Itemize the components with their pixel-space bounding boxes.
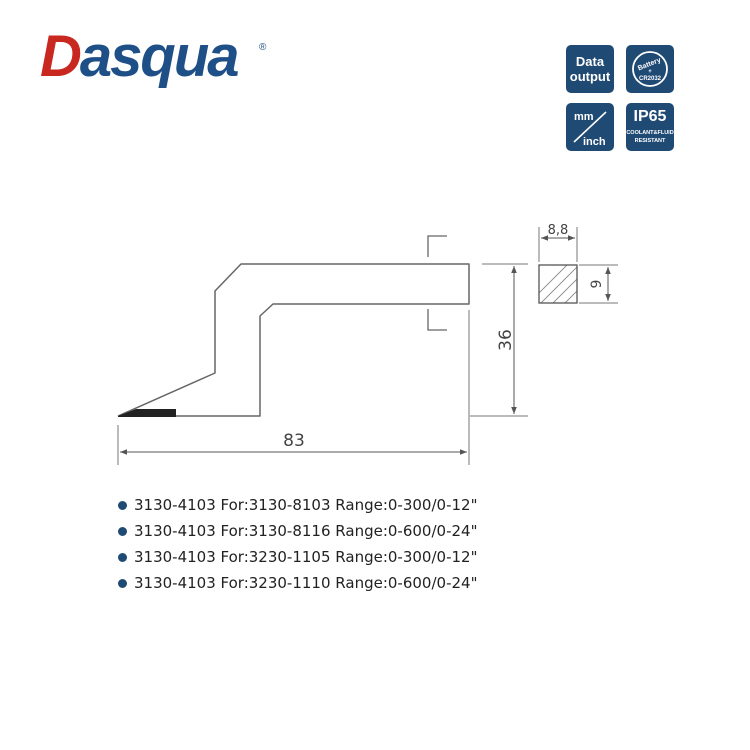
- spec-row: 3130-4103 For:3130-8103 Range:0-300/0-12…: [118, 492, 477, 518]
- battery-icon: Battery + CR2032: [632, 51, 668, 87]
- bullet-dot: [118, 500, 127, 510]
- mm-inch-icon: mm inch: [573, 111, 607, 148]
- height-dimension-label: 36: [496, 329, 516, 351]
- ip-line1: COOLANT&FLUID: [626, 130, 674, 136]
- spec-text: 3130-4103 For:3230-1110 Range:0-600/0-24…: [134, 574, 478, 592]
- battery-model: CR2032: [639, 76, 662, 82]
- badge-data-text: Data: [575, 54, 605, 69]
- section-height-label: 9: [589, 280, 605, 289]
- ip65-badge: IP65 COOLANT&FLUID RESISTANT: [626, 103, 674, 151]
- carbide-tip: [118, 409, 176, 417]
- registered-mark: ®: [259, 42, 267, 53]
- badge-output-text: output: [569, 69, 611, 84]
- data-output-badge: Data output: [566, 45, 614, 93]
- mm-inch-badge: mm inch: [566, 103, 614, 151]
- ip-line2: RESISTANT: [634, 138, 666, 144]
- bullet-dot: [118, 526, 127, 536]
- spec-text: 3130-4103 For:3230-1105 Range:0-300/0-12…: [134, 548, 478, 566]
- spec-text: 3130-4103 For:3130-8103 Range:0-300/0-12…: [134, 496, 478, 514]
- unit-inch: inch: [583, 136, 606, 148]
- spec-list: 3130-4103 For:3130-8103 Range:0-300/0-12…: [118, 492, 477, 596]
- spec-row: 3130-4103 For:3230-1105 Range:0-300/0-12…: [118, 544, 477, 570]
- cross-section: [538, 264, 578, 304]
- spec-text: 3130-4103 For:3130-8116 Range:0-600/0-24…: [134, 522, 478, 540]
- bullet-dot: [118, 552, 127, 562]
- spec-row: 3130-4103 For:3130-8116 Range:0-600/0-24…: [118, 518, 477, 544]
- part-outline: [117, 263, 470, 417]
- length-dimension-label: 83: [283, 431, 305, 451]
- section-cut-bottom: [427, 309, 447, 331]
- bullet-dot: [118, 578, 127, 588]
- section-width-label: 8,8: [548, 223, 569, 238]
- spec-row: 3130-4103 For:3230-1110 Range:0-600/0-24…: [118, 570, 477, 596]
- brand-logo: Dasqua: [40, 28, 240, 86]
- logo-rest: asqua: [79, 24, 240, 89]
- section-cut-top: [427, 235, 447, 257]
- logo-first-letter: D: [40, 24, 82, 89]
- ip-rating: IP65: [633, 108, 667, 125]
- battery-plus: +: [648, 69, 652, 75]
- battery-badge: Battery + CR2032: [626, 45, 674, 93]
- unit-mm: mm: [574, 111, 594, 123]
